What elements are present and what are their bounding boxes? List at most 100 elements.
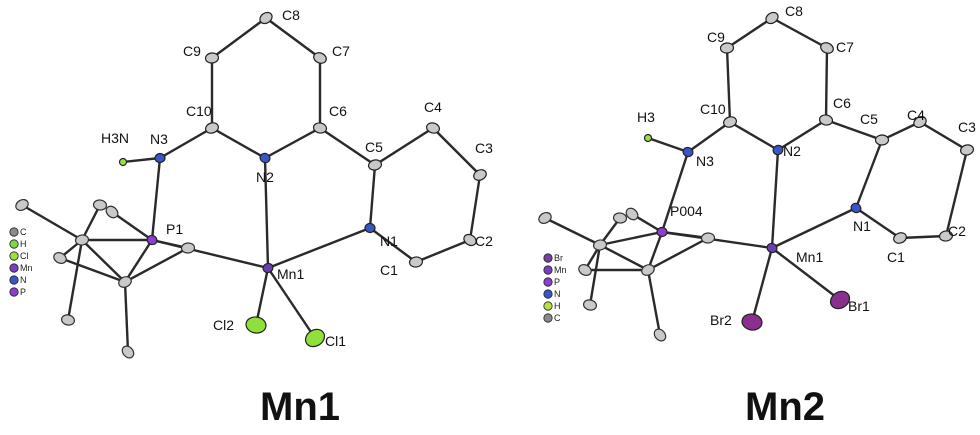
atom-label-c2: C2 <box>475 233 493 249</box>
atom-label-c9: C9 <box>707 29 725 45</box>
bond-unlabeled <box>80 203 102 242</box>
bond-mn1-cl2 <box>254 266 270 327</box>
legend-label-c: C <box>554 313 561 323</box>
atom-c1 <box>408 256 424 268</box>
legend-swatch-br <box>543 253 553 263</box>
bond-c3-c2 <box>944 148 969 238</box>
bond-n1-mn1 <box>266 226 372 270</box>
bond-c6-c5 <box>824 118 884 142</box>
bond-unlabeled <box>588 243 602 307</box>
atom-label-c6: C6 <box>833 95 851 111</box>
bond-unlabeled <box>58 256 127 284</box>
bond-unlabeled <box>123 238 154 284</box>
atom-unlabeled-c <box>105 205 119 219</box>
atom-label-c2: C2 <box>948 223 966 239</box>
bond-p004-mn1 <box>660 230 774 250</box>
atom-c5 <box>367 159 383 171</box>
atom-label-cl1: Cl1 <box>325 333 346 349</box>
legend-label-h: H <box>20 239 27 249</box>
atom-label-c1: C1 <box>380 262 398 278</box>
atom-label-n2: N2 <box>256 169 274 185</box>
bond-p1-mn1 <box>150 238 270 270</box>
atom-unlabeled-c <box>625 207 639 221</box>
atom-c4 <box>426 122 440 134</box>
atom-label-h3n: H3N <box>101 130 129 146</box>
bond-c8-c9 <box>210 16 268 60</box>
atom-label-c8: C8 <box>282 7 300 23</box>
bond-c8-c7 <box>770 16 829 50</box>
atom-c8 <box>259 11 273 25</box>
atom-c2 <box>938 230 954 242</box>
atom-br2 <box>741 313 763 331</box>
legend-swatch-c <box>9 227 19 237</box>
legend-swatch-cl <box>9 251 19 261</box>
bond-n2-mn1 <box>263 156 270 270</box>
atom-h3n <box>118 157 128 167</box>
atom-mn1 <box>766 242 778 254</box>
bond-c7-c6 <box>824 46 829 122</box>
bond-c1-n1 <box>854 206 902 240</box>
atom-c6 <box>312 122 328 134</box>
atom-unlabeled-c <box>612 212 628 224</box>
bond-c3-c2 <box>468 173 482 242</box>
bond-mn1-br1 <box>770 246 842 302</box>
panel-mn1-bonds <box>20 16 482 354</box>
bond-n3-p1 <box>150 156 162 242</box>
bond-mn1-br2 <box>750 246 774 324</box>
atom-label-c3: C3 <box>958 119 976 135</box>
atom-n3 <box>154 152 166 164</box>
atom-label-p004: P004 <box>670 203 703 219</box>
bond-unlabeled <box>20 203 84 242</box>
atom-unlabeled-c <box>700 232 716 244</box>
atom-label-c1: C1 <box>887 249 905 265</box>
atom-mn1 <box>262 262 274 274</box>
atom-c6 <box>818 114 834 126</box>
legend-label-p: P <box>554 277 560 287</box>
panel-mn2-atoms <box>538 11 975 342</box>
panel-mn1-title: Mn1 <box>260 385 340 429</box>
bond-c4-c3 <box>918 120 969 152</box>
atom-c7 <box>313 52 327 64</box>
atom-unlabeled-c <box>92 199 108 211</box>
legend-swatch-mn <box>543 265 553 275</box>
bond-unlabeled <box>123 280 130 354</box>
atom-label-cl2: Cl2 <box>213 317 234 333</box>
bond-c8-c9 <box>725 16 774 50</box>
atom-unlabeled-c <box>538 211 552 225</box>
atom-p1 <box>146 234 158 246</box>
atom-n2 <box>259 152 271 164</box>
bond-unlabeled <box>80 238 127 284</box>
bond-mn1-cl1 <box>266 266 317 340</box>
atom-c7 <box>820 42 834 54</box>
bond-c8-c7 <box>264 16 322 60</box>
legend-label-br: Br <box>554 253 563 263</box>
bond-unlabeled <box>646 268 662 337</box>
atom-c5 <box>874 134 890 146</box>
atom-label-c10: C10 <box>186 103 212 119</box>
bond-c5-n1 <box>368 163 377 230</box>
atom-unlabeled-c <box>15 198 29 212</box>
bond-c6-c5 <box>318 126 377 167</box>
atom-h3 <box>643 133 653 143</box>
atom-p004 <box>656 226 668 238</box>
atom-cl1 <box>304 328 326 348</box>
atom-unlabeled-c <box>60 314 76 326</box>
atom-unlabeled-c <box>578 264 592 276</box>
bond-c1-n1 <box>368 226 418 264</box>
atom-label-c3: C3 <box>475 140 493 156</box>
atom-label-c7: C7 <box>836 39 854 55</box>
legend-swatch-p <box>543 277 553 287</box>
legend-swatch-c <box>543 313 553 323</box>
bond-unlabeled <box>123 246 190 284</box>
legend-swatch-mn <box>9 263 19 273</box>
atom-c8 <box>765 11 779 25</box>
atom-label-h3: H3 <box>637 109 655 125</box>
legend-label-n: N <box>554 289 561 299</box>
legend-label-c: C <box>20 227 27 237</box>
panel-mn2-title: Mn2 <box>745 385 825 429</box>
atom-label-c5: C5 <box>860 111 878 127</box>
bond-c6-n2 <box>776 118 828 152</box>
